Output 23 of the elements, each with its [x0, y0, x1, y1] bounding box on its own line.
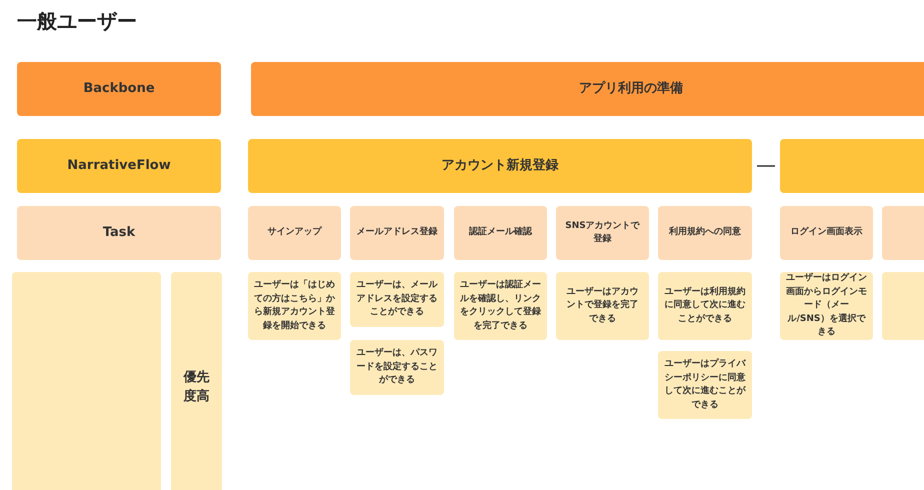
story-card: ユーザーはアカウントで登録を完了できる	[556, 272, 649, 340]
backbone-bar: Backbone	[17, 62, 221, 116]
task-card: メールアドレス登録	[350, 206, 444, 260]
task-card: サインアップ	[248, 206, 341, 260]
story-card: ユーザーはプライバシーポリシーに同意して次に進むことができる	[658, 351, 752, 419]
story-lane	[12, 272, 161, 490]
story-card: ユーザーは認証メールを確認し、リンクをクリックして登録を完了できる	[454, 272, 547, 340]
story-card: ユーザーは「はじめての方はこちら」から新規アカウント登録を開始できる	[248, 272, 341, 340]
backbone-bar: アプリ利用の準備	[251, 62, 924, 116]
story-card: ユーザーは、メールアドレスを設定することができる	[350, 272, 444, 327]
story-card: ユーザーはログイン画面からログインモード（メール/SNS）を選択できる	[780, 272, 873, 340]
story-card: ユーザーは、パスワードを設定することができる	[350, 340, 444, 395]
task-card: 認証メール確認	[454, 206, 547, 260]
task-card: Task	[17, 206, 221, 260]
task-card: ログイン画面表示	[780, 206, 873, 260]
narrative-flow-bar: アカウント新規登録	[248, 139, 752, 193]
task-card: SNSアカウントで登録	[556, 206, 649, 260]
task-card: 利用規約への同意	[658, 206, 752, 260]
priority-label: 優先度高	[171, 272, 222, 490]
connector-line	[757, 165, 775, 167]
page-title: 一般ユーザー	[17, 8, 137, 35]
story-card: ユーザーは利用規約に同意して次に進むことができる	[658, 272, 752, 340]
narrative-flow-bar: NarrativeFlow	[17, 139, 221, 193]
